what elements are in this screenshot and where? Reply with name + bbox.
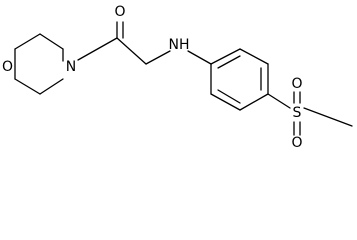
morpholine-oxygen-label: O xyxy=(2,59,13,75)
bond xyxy=(217,89,241,104)
morpholine-nitrogen-label: N xyxy=(66,59,76,75)
bond xyxy=(217,55,241,69)
carbonyl-oxygen-label: O xyxy=(114,4,125,20)
structure-canvas: O N O NH S O O xyxy=(2,4,353,151)
bond xyxy=(116,37,147,65)
bond xyxy=(77,37,118,61)
amine-label: NH xyxy=(169,37,190,53)
bond xyxy=(39,78,64,95)
bond xyxy=(145,50,171,65)
sulfur-label: S xyxy=(293,105,302,121)
sulfonyl-oxygen-top-label: O xyxy=(291,76,302,92)
benzene-ring xyxy=(187,48,269,111)
bond xyxy=(239,48,269,65)
morpholine-ring xyxy=(14,33,64,95)
bond xyxy=(14,33,41,50)
acetyl-linker xyxy=(77,21,171,65)
bond xyxy=(239,93,269,111)
sulfonyl-oxygen-bottom-label: O xyxy=(291,135,302,151)
bond xyxy=(210,48,241,65)
bond xyxy=(39,33,64,50)
bond xyxy=(303,107,353,127)
bond xyxy=(210,93,241,111)
chemical-structure-diagram: O N O NH S O O xyxy=(2,4,353,151)
bond xyxy=(187,50,212,65)
bond xyxy=(14,78,41,95)
methylsulfonyl-group xyxy=(267,91,353,136)
bond xyxy=(267,93,291,109)
